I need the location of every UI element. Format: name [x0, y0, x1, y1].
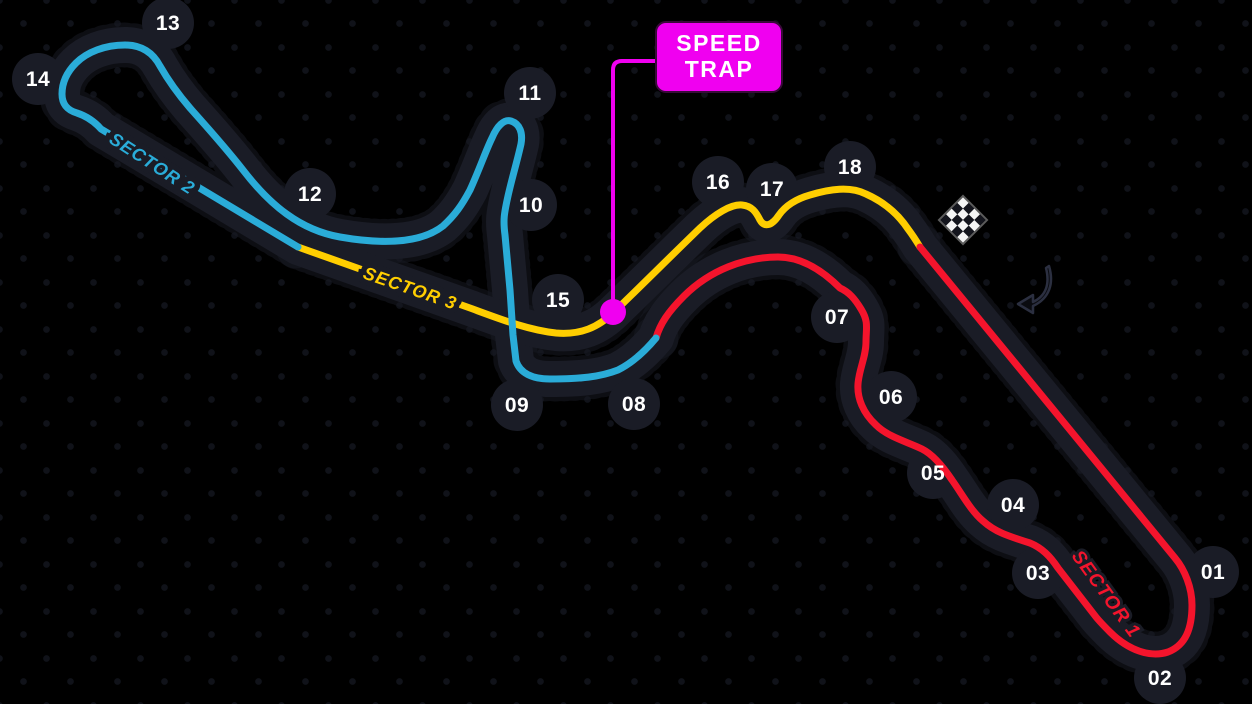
sector-lines [58, 41, 1196, 658]
turn-numbers: 01 02 03 04 05 06 07 08 09 10 11 12 13 1… [26, 12, 1225, 690]
turn-marker [142, 0, 194, 49]
speed-trap-label-line1: SPEED [676, 30, 761, 56]
turn-marker [284, 168, 336, 220]
turn-marker [987, 479, 1039, 531]
checkered-flag-icon [937, 194, 989, 246]
turn-marker [1187, 546, 1239, 598]
speed-trap-callout: SPEED TRAP [600, 21, 783, 325]
turn-label: 12 [298, 183, 322, 206]
turn-marker [811, 291, 863, 343]
turn-marker [907, 447, 959, 499]
turn-label: 07 [825, 306, 849, 329]
turn-label: 17 [760, 178, 784, 201]
turn-marker [532, 274, 584, 326]
sector3-line [294, 185, 924, 337]
sector2-line [58, 41, 660, 383]
turn-label: 06 [879, 386, 903, 409]
turn-label: 04 [1001, 494, 1025, 517]
turn-label: 05 [921, 462, 945, 485]
turn-marker [505, 179, 557, 231]
speed-trap-label-line2: TRAP [685, 56, 754, 82]
turn-label: 01 [1201, 561, 1225, 584]
turn-label: 03 [1026, 562, 1050, 585]
turn-label: 10 [519, 194, 543, 217]
turn-marker [865, 371, 917, 423]
race-direction-arrow-icon [1016, 264, 1053, 315]
turn-marker [608, 378, 660, 430]
turn-marker [504, 67, 556, 119]
turn-label: 11 [518, 82, 541, 105]
turn-label: 08 [622, 393, 646, 416]
turn-marker [824, 141, 876, 193]
turn-marker [12, 53, 64, 105]
speed-trap-dot [600, 299, 626, 325]
turn-label: 14 [26, 68, 50, 91]
turn-label: 18 [838, 156, 862, 179]
turn-marker [746, 163, 798, 215]
turn-markers [12, 0, 1239, 704]
turn-marker [491, 379, 543, 431]
turn-label: 15 [546, 289, 570, 312]
speed-trap-connector-line [611, 59, 656, 312]
turn-label: 13 [156, 12, 180, 35]
turn-label: 16 [706, 171, 730, 194]
turn-marker [1134, 652, 1186, 704]
sector1-line [652, 243, 1196, 658]
turn-label: 09 [505, 394, 529, 417]
turn-marker [692, 156, 744, 208]
speed-trap-box [655, 21, 783, 93]
turn-label: 02 [1148, 667, 1172, 690]
